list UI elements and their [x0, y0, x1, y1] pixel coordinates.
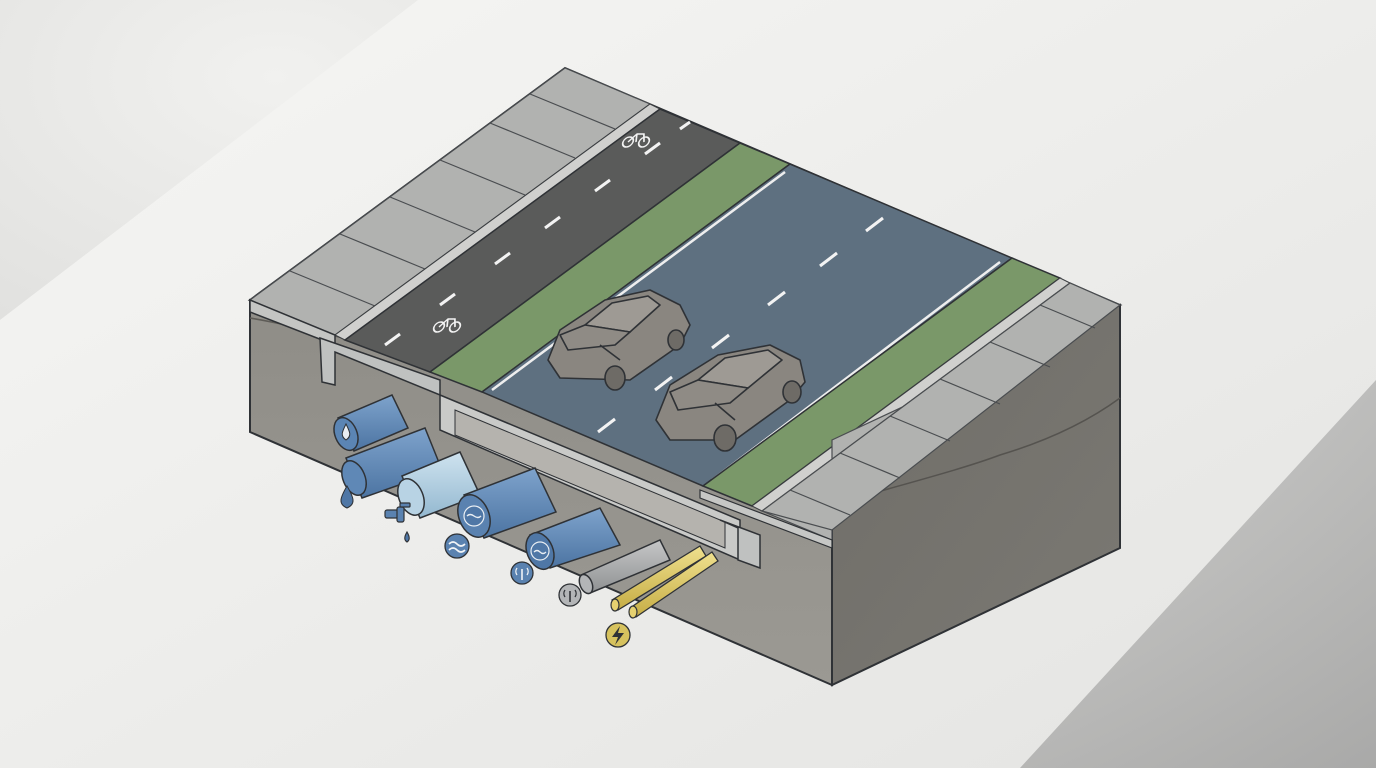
- road-center-dashes: [597, 216, 884, 434]
- wave-icon: [530, 541, 550, 561]
- bike-lane-dashes: [384, 120, 691, 347]
- bicycle-icon: [621, 133, 651, 148]
- water-drop-icon: [341, 422, 351, 441]
- car-front: [655, 344, 806, 452]
- soil-strata-line: [831, 397, 1121, 506]
- faucet-icon: [384, 502, 411, 543]
- right-sidewalk: [760, 282, 1122, 541]
- utility-pipes: [333, 394, 719, 619]
- pavement-section: [249, 298, 833, 570]
- wave-icon: [444, 533, 470, 559]
- wave-icon: [463, 505, 485, 527]
- water-drop-icon: [340, 485, 354, 509]
- signal-icon: [558, 583, 582, 607]
- signal-icon: [510, 561, 534, 585]
- bicycle-icon: [432, 318, 462, 333]
- lightning-icon: [605, 622, 631, 648]
- car-back: [547, 289, 691, 391]
